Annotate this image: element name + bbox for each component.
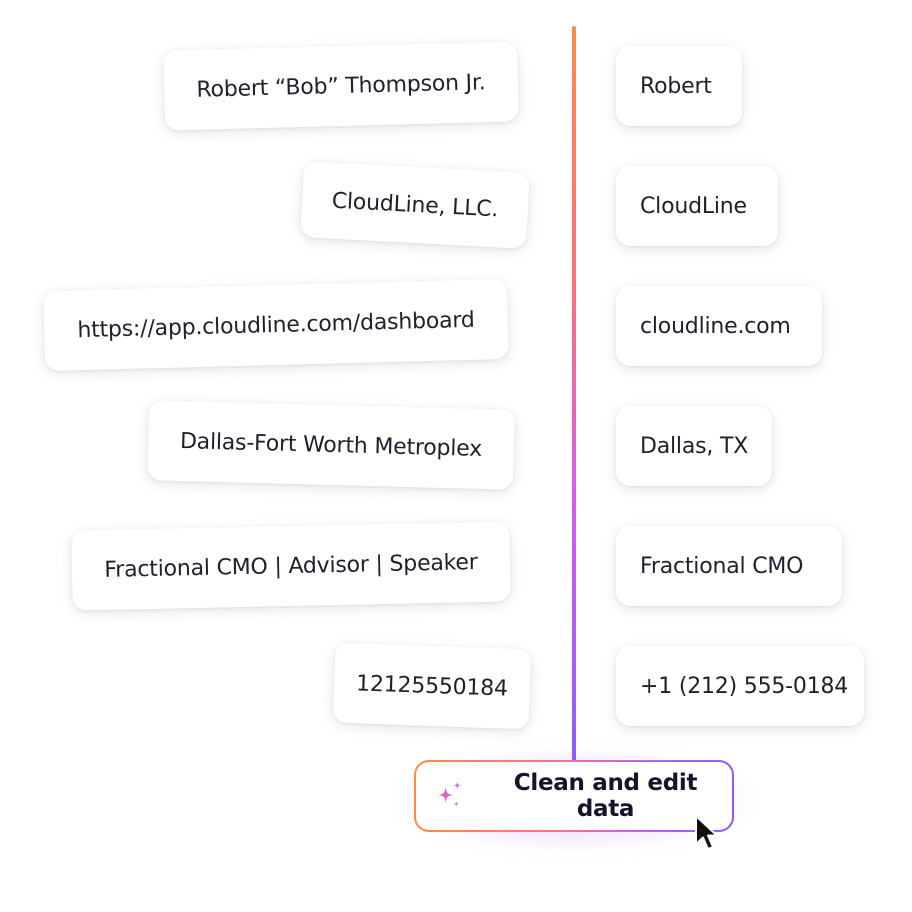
raw-value-chip-website: https://app.cloudline.com/dashboard: [43, 278, 509, 372]
raw-value-text: Robert “Bob” Thompson Jr.: [196, 69, 486, 103]
clean-value-text: CloudLine: [640, 193, 747, 219]
cta-label: Clean and edit data: [513, 770, 698, 822]
raw-value-chip-phone: 12125550184: [332, 642, 532, 730]
sparkle-icon: [437, 781, 462, 807]
raw-value-text: CloudLine, LLC.: [331, 188, 499, 222]
raw-value-text: Dallas-Fort Worth Metroplex: [179, 428, 483, 462]
cta-border: Clean and edit data: [414, 760, 734, 832]
clean-value-text: Dallas, TX: [640, 433, 749, 459]
clean-value-chip-phone: +1 (212) 555-0184: [616, 646, 864, 726]
transform-divider-line: [572, 26, 576, 764]
clean-value-text: Fractional CMO: [640, 553, 804, 579]
clean-value-chip-company: CloudLine: [616, 166, 778, 246]
clean-value-text: cloudline.com: [640, 313, 791, 339]
raw-value-chip-location: Dallas-Fort Worth Metroplex: [147, 400, 515, 490]
clean-value-chip-title: Fractional CMO: [616, 526, 842, 606]
raw-value-text: https://app.cloudline.com/dashboard: [77, 307, 475, 343]
clean-value-chip-website: cloudline.com: [616, 286, 822, 366]
clean-and-edit-data-button[interactable]: Clean and edit data: [416, 762, 732, 830]
clean-value-chip-name: Robert: [616, 46, 742, 126]
raw-value-text: Fractional CMO | Advisor | Speaker: [104, 549, 478, 583]
clean-value-text: Robert: [640, 73, 712, 99]
clean-value-text: +1 (212) 555-0184: [640, 673, 849, 699]
raw-value-text: 12125550184: [355, 670, 509, 702]
clean-value-chip-location: Dallas, TX: [616, 406, 772, 486]
raw-value-chip-title: Fractional CMO | Advisor | Speaker: [71, 521, 511, 611]
cursor-arrow-icon: [695, 815, 718, 850]
raw-value-chip-name: Robert “Bob” Thompson Jr.: [163, 41, 519, 131]
raw-value-chip-company: CloudLine, LLC.: [300, 161, 530, 249]
